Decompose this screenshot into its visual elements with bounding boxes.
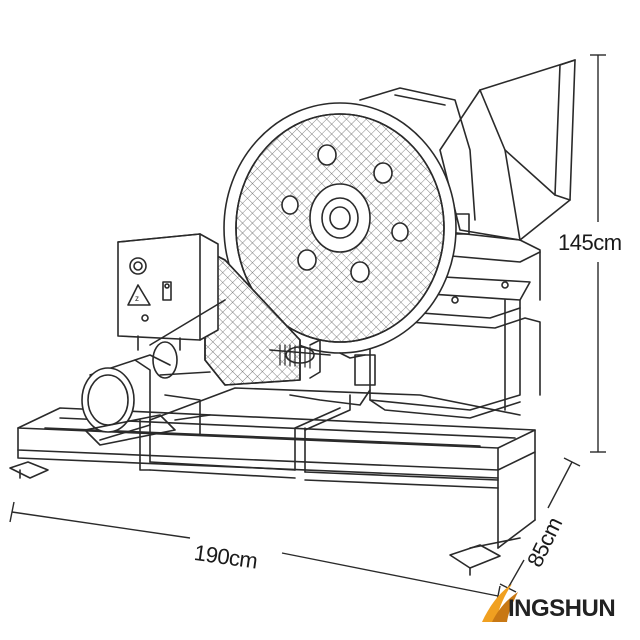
motor xyxy=(81,299,226,446)
crusher-body xyxy=(289,59,576,419)
brand-logo-mark xyxy=(482,584,518,622)
brand-name: INGSHUN xyxy=(508,595,616,622)
length-dimension-line xyxy=(9,501,501,607)
height-label: 145cm xyxy=(558,230,622,255)
height-dimension-line xyxy=(590,54,606,453)
flywheel xyxy=(223,87,476,359)
control-box: z xyxy=(117,233,219,351)
brand-logo: INGSHUN xyxy=(478,590,638,630)
svg-text:z: z xyxy=(135,294,139,303)
base-frame xyxy=(9,387,536,576)
belt-guard xyxy=(204,249,331,386)
